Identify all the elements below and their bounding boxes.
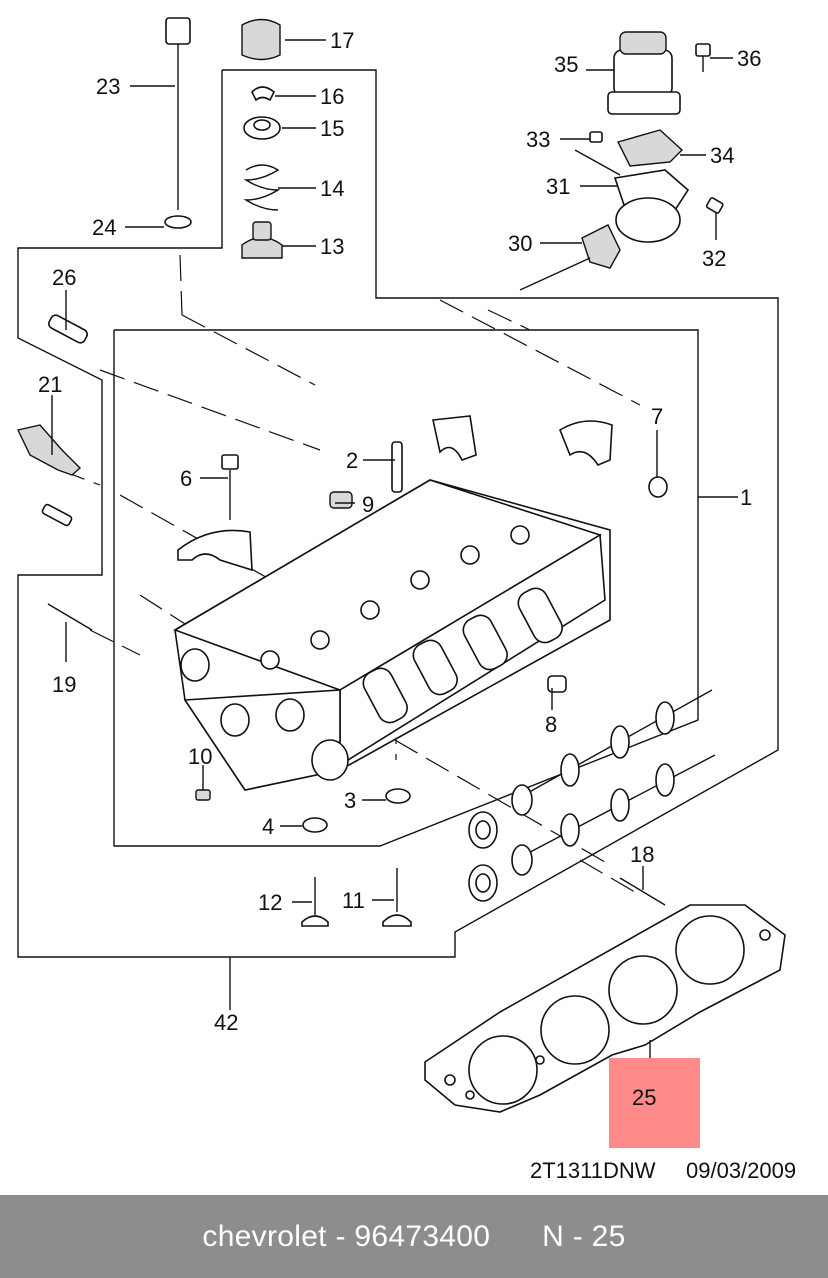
- exploded-parts-diagram: 1 2 3 4 6 7 8 9 10 11 12 13 14 15 16 17 …: [16, 17, 796, 1183]
- assembly-frame-1: [113, 329, 699, 847]
- callout-6: 6: [180, 466, 192, 491]
- callout-3: 3: [344, 788, 356, 813]
- callout-21: 21: [38, 372, 62, 397]
- drawing-code: 2T1311DNW: [530, 1158, 656, 1183]
- leader-lines: [51, 39, 738, 1058]
- callout-11: 11: [342, 888, 365, 913]
- callout-labels: 1 2 3 4 6 7 8 9 10 11 12 13 14 15 16 17 …: [38, 28, 761, 1110]
- footer-brand: chevrolet: [202, 1219, 327, 1253]
- assembly-frame-42: [17, 69, 779, 958]
- callout-23: 23: [96, 74, 120, 99]
- callout-42: 42: [214, 1010, 238, 1035]
- callout-17: 17: [330, 28, 354, 53]
- callout-33: 33: [526, 127, 550, 152]
- callout-15: 15: [320, 116, 344, 141]
- cylinder-head-gasket: [424, 904, 786, 1113]
- drawing-date: 09/03/2009: [686, 1158, 796, 1183]
- callout-7: 7: [651, 404, 663, 429]
- callout-19: 19: [52, 672, 76, 697]
- camshaft-bearing-caps: [177, 415, 613, 572]
- footer-position: N - 25: [542, 1219, 626, 1253]
- callout-14: 14: [320, 176, 344, 201]
- footer-separator: -: [326, 1219, 355, 1253]
- callout-34: 34: [710, 143, 734, 168]
- callout-35: 35: [554, 52, 578, 77]
- cylinder-head: [173, 479, 611, 791]
- footer-gap: [490, 1220, 542, 1254]
- camshaft-oil-seals: [468, 811, 498, 902]
- callout-24: 24: [92, 215, 116, 240]
- callout-2: 2: [346, 448, 358, 473]
- callout-12: 12: [258, 890, 282, 915]
- head-bolt: [164, 17, 192, 229]
- callout-16: 16: [320, 84, 344, 109]
- callout-30: 30: [508, 231, 532, 256]
- callout-4: 4: [262, 814, 274, 839]
- callout-25: 25: [632, 1085, 656, 1110]
- callout-10: 10: [188, 744, 212, 769]
- callout-8: 8: [545, 712, 557, 737]
- highlight-box: [609, 1058, 700, 1148]
- callout-31: 31: [546, 174, 570, 199]
- callout-32: 32: [702, 246, 726, 271]
- callout-1: 1: [740, 485, 752, 510]
- callout-18: 18: [630, 842, 654, 867]
- footer-bar: chevrolet - 96473400 N - 25: [0, 1195, 828, 1278]
- valve-train-parts: [241, 18, 283, 259]
- egr-valve-assembly: [519, 31, 724, 291]
- camshafts: [511, 689, 716, 876]
- footer-part-number: 96473400: [354, 1219, 491, 1253]
- callout-9: 9: [362, 492, 374, 517]
- callout-26: 26: [52, 265, 76, 290]
- callout-13: 13: [320, 234, 344, 259]
- callout-36: 36: [737, 46, 761, 71]
